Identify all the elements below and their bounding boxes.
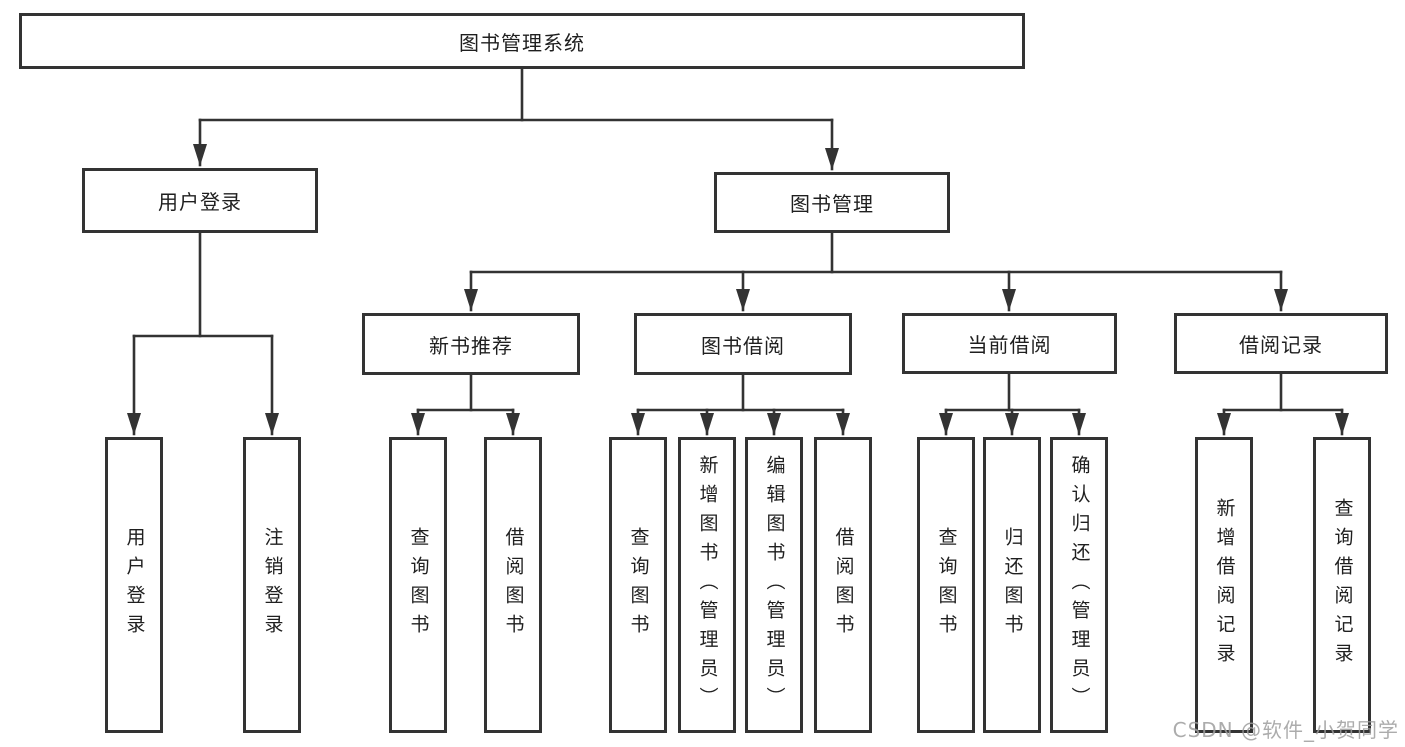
node-book-borrowing: 图书借阅	[634, 313, 852, 375]
node-borrowing-records: 借阅记录	[1174, 313, 1388, 374]
leaf-user-login: 用户登录	[105, 437, 163, 733]
leaf-br-add-record: 新增借阅记录	[1195, 437, 1253, 733]
csdn-watermark: CSDN @软件_小贺同学	[1172, 718, 1399, 742]
leaf-logout: 注销登录	[243, 437, 301, 733]
leaf-bb-edit-book-admin: 编辑图书（管理员）	[745, 437, 803, 733]
leaf-bb-borrow-book: 借阅图书	[814, 437, 872, 733]
leaf-cb-return-book: 归还图书	[983, 437, 1041, 733]
leaf-bb-query-book: 查询图书	[609, 437, 667, 733]
node-book-management: 图书管理	[714, 172, 950, 233]
node-current-borrowing: 当前借阅	[902, 313, 1117, 374]
leaf-cb-query-book: 查询图书	[917, 437, 975, 733]
leaf-cb-confirm-return-admin: 确认归还（管理员）	[1050, 437, 1108, 733]
node-new-book-recommendation: 新书推荐	[362, 313, 580, 375]
root-branch-wires	[127, 67, 1349, 436]
leaf-rec-query-book: 查询图书	[389, 437, 447, 733]
leaf-bb-add-book-admin: 新增图书（管理员）	[678, 437, 736, 733]
leaf-br-query-record: 查询借阅记录	[1313, 437, 1371, 733]
node-root-system: 图书管理系统	[19, 13, 1025, 69]
leaf-rec-borrow-book: 借阅图书	[484, 437, 542, 733]
node-user-login: 用户登录	[82, 168, 318, 233]
